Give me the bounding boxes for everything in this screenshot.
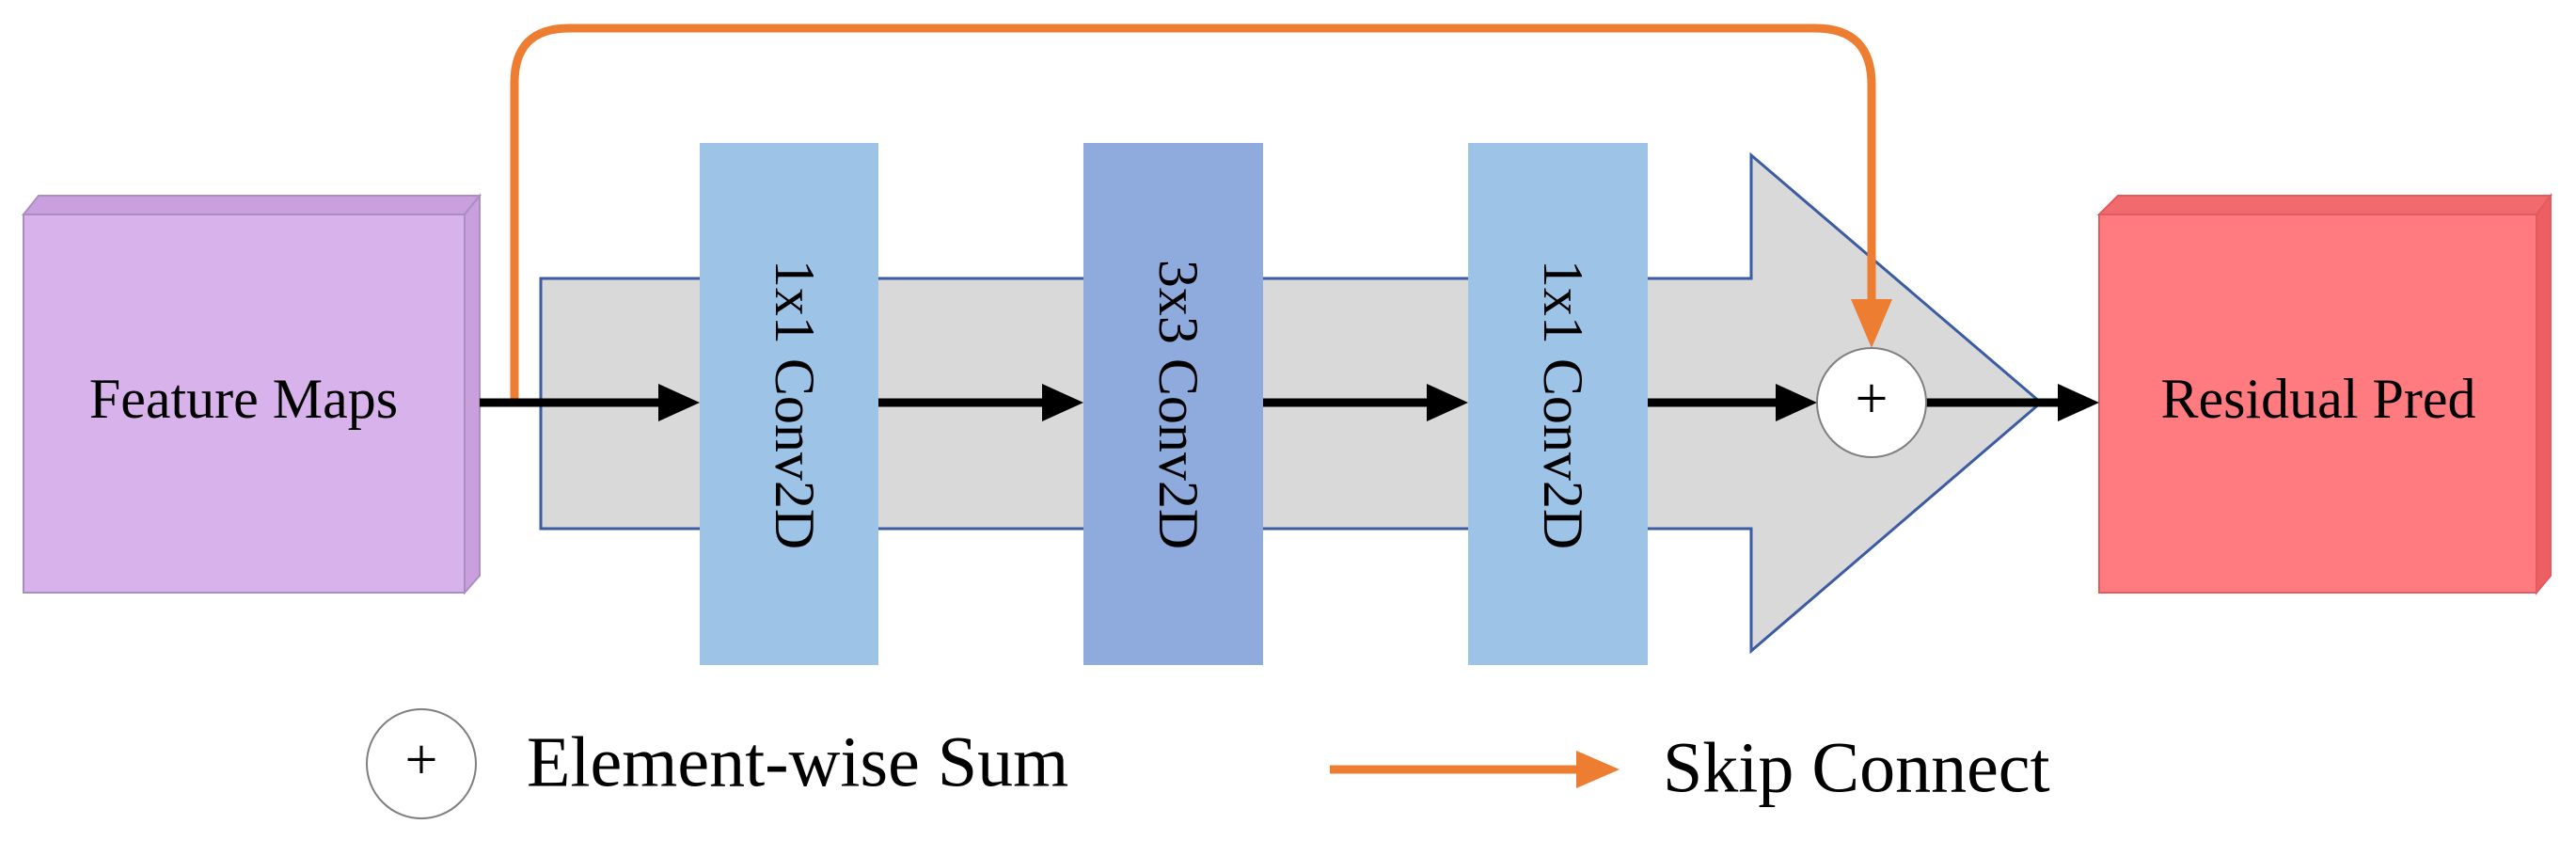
- legend-skip-label: Skip Connect: [1663, 728, 2050, 807]
- legend-sum-symbol: +: [405, 728, 438, 792]
- flow-arrows: [480, 384, 2099, 421]
- feature-maps-box-side: [464, 193, 481, 595]
- conv-block-3-label: 1x1 Conv2D: [1532, 260, 1594, 549]
- skip-connection-arrow: [510, 24, 1876, 403]
- circle-plus-icon: [1816, 347, 1927, 458]
- flow-arrowhead-output: [2058, 384, 2099, 421]
- conv-block-2-rect: [1083, 143, 1263, 665]
- feature-maps-label: Feature Maps: [89, 368, 398, 430]
- feature-maps-box-front: [23, 214, 466, 594]
- legend-orange-arrowhead: [1576, 751, 1620, 788]
- legend-item-sum: + Element-wise Sum: [366, 708, 1068, 819]
- flow-arrowhead-conv1: [658, 384, 700, 421]
- conv-block-1-label: 1x1 Conv2D: [764, 260, 826, 549]
- conv-block-1: 1x1 Conv2D: [700, 143, 878, 665]
- conv-block-1-rect: [700, 143, 878, 665]
- flow-arrowhead-conv3: [1427, 384, 1468, 421]
- residual-pred-label: Residual Pred: [2161, 368, 2476, 430]
- conv-block-2: 3x3 Conv2D: [1083, 143, 1263, 665]
- legend: + Element-wise Sum Skip Connect: [366, 708, 2050, 819]
- flow-arrowhead-sum: [1776, 384, 1817, 421]
- conv-block-3: 1x1 Conv2D: [1468, 143, 1648, 665]
- legend-circle-plus-icon: [366, 708, 477, 819]
- conv-block-3-rect: [1468, 143, 1648, 665]
- flow-arrowhead-conv2: [1042, 384, 1083, 421]
- legend-item-skip: Skip Connect: [1330, 728, 2050, 807]
- conv-block-2-label: 3x3 Conv2D: [1147, 260, 1209, 549]
- skip-connection-arrowhead: [1851, 299, 1892, 348]
- residual-pred-box: Residual Pred: [2096, 193, 2552, 595]
- element-wise-sum-node: +: [1816, 347, 1927, 458]
- sum-node-symbol: +: [1856, 367, 1889, 431]
- feature-maps-box: Feature Maps: [21, 193, 482, 595]
- residual-pred-box-top: [2096, 195, 2552, 215]
- feature-maps-box-top: [21, 195, 482, 215]
- legend-sum-label: Element-wise Sum: [527, 722, 1068, 801]
- residual-pred-box-front: [2098, 214, 2537, 594]
- residual-pred-box-side: [2536, 193, 2552, 595]
